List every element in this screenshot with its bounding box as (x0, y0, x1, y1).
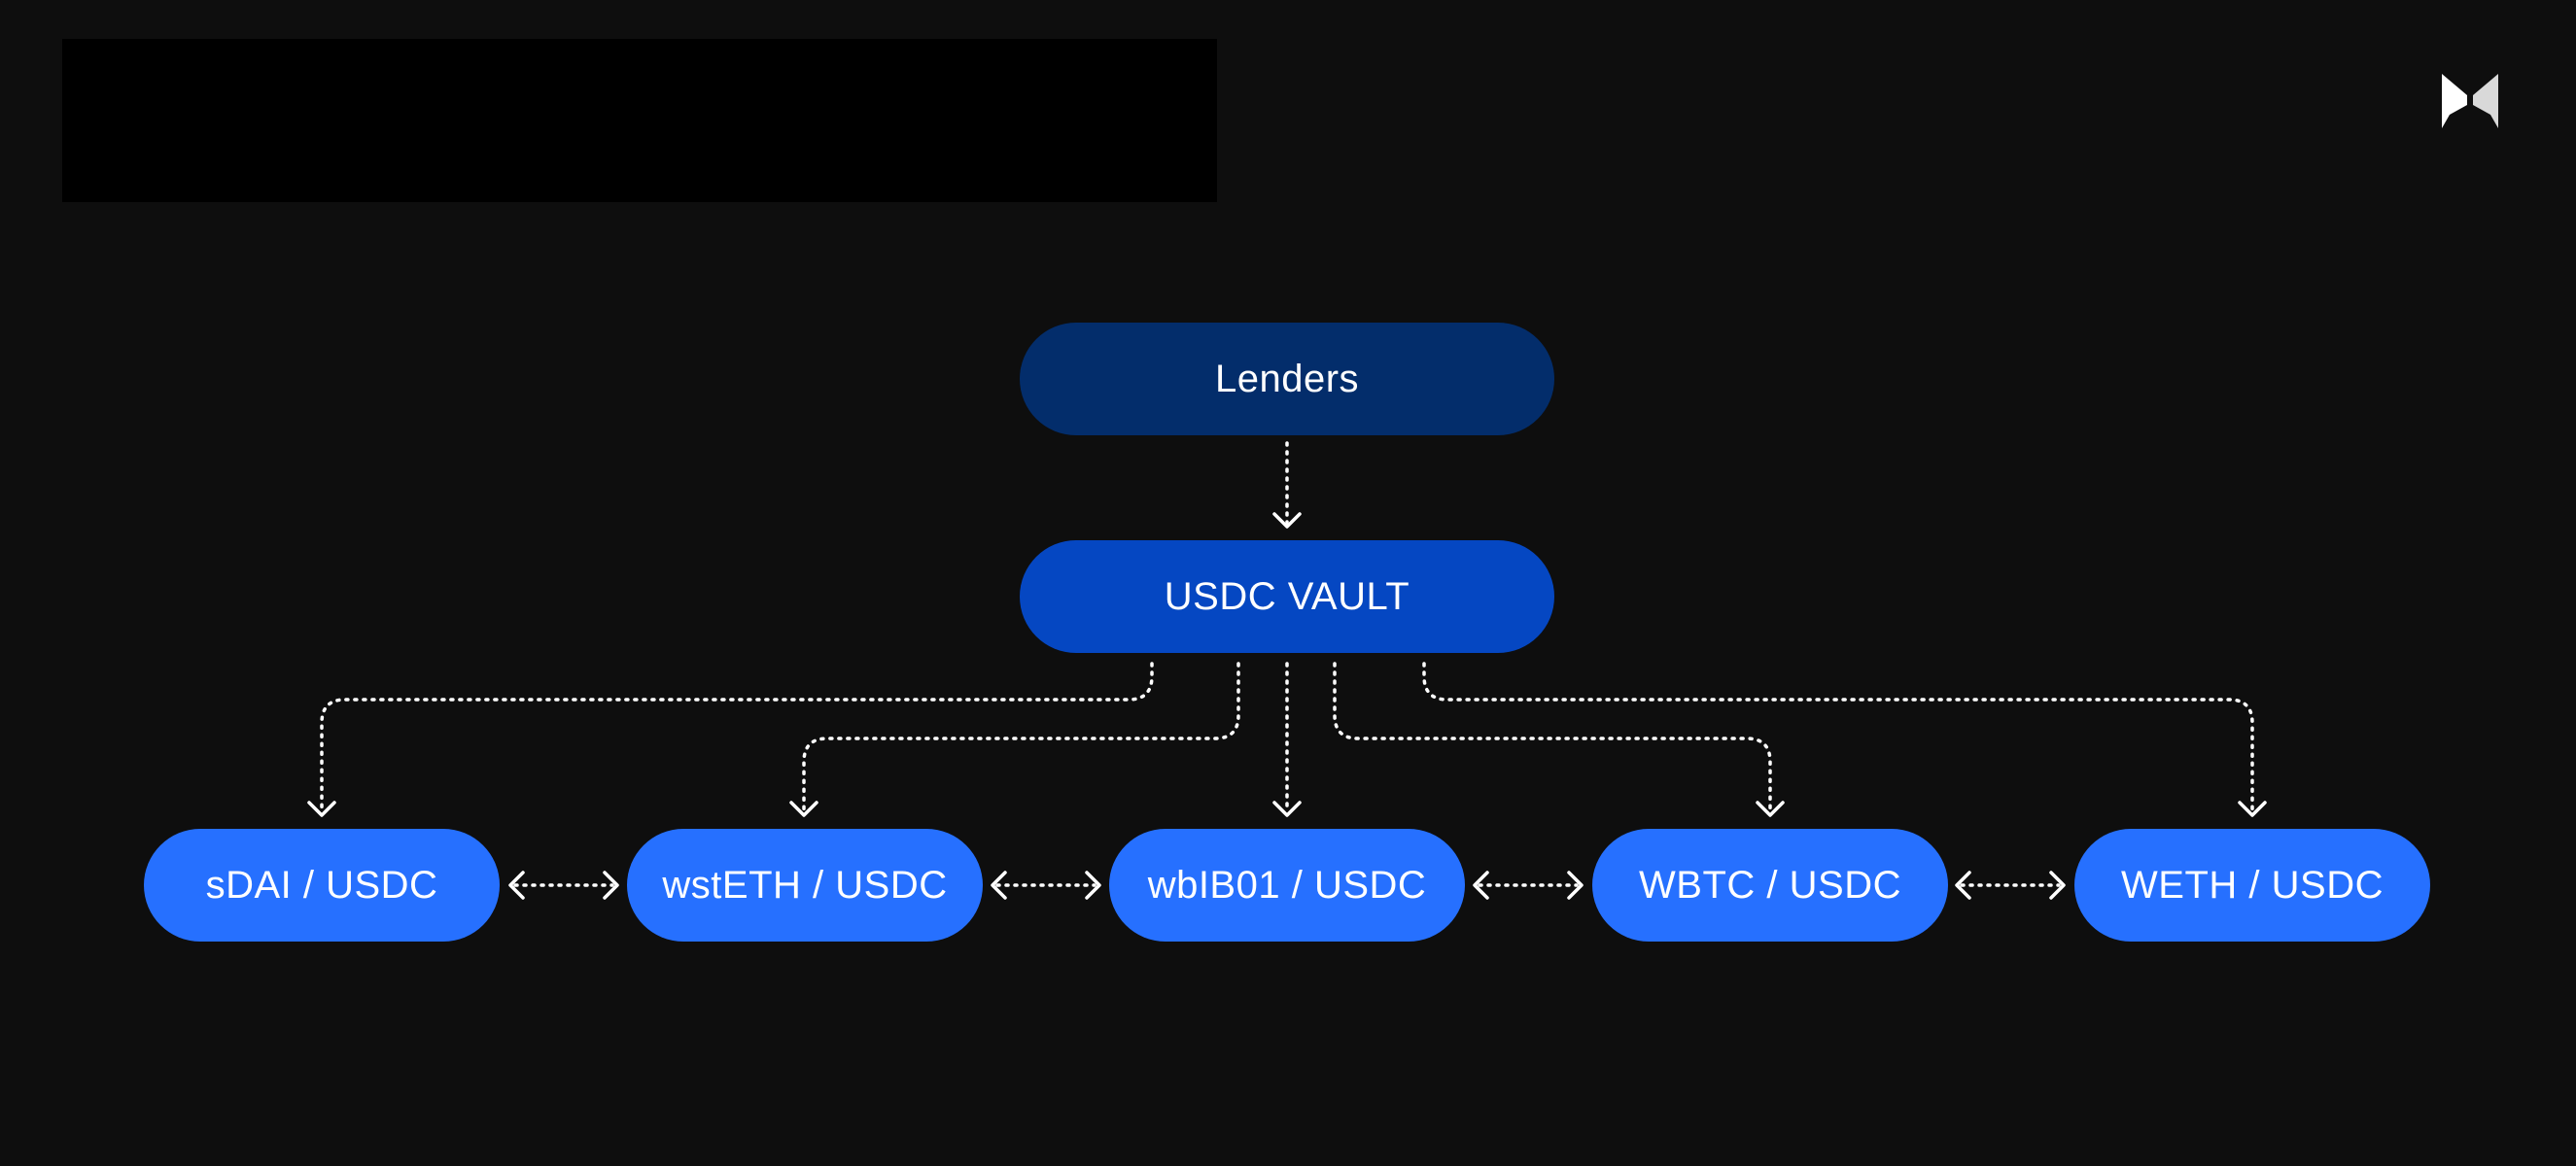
market-node-wbib01: wbIB01 / USDC (1109, 829, 1465, 942)
connector-vault-weth (1422, 662, 2254, 812)
usdc-vault-node: USDC VAULT (1020, 540, 1554, 653)
connector-vault-sdai (320, 662, 1154, 812)
market-node-sdai: sDAI / USDC (144, 829, 500, 942)
redacted-title-block (62, 39, 1217, 202)
market-node-weth: WETH / USDC (2074, 829, 2430, 942)
arrowhead-sdai (307, 801, 336, 817)
connector-vault-wsteth (802, 662, 1240, 812)
arrowhead-left-1 (508, 871, 525, 900)
arrowhead-left-3 (1473, 871, 1489, 900)
connector-vault-wbtc (1333, 662, 1772, 812)
arrowhead-left-4 (1955, 871, 1971, 900)
market-node-wbtc: WBTC / USDC (1592, 829, 1948, 942)
arrowhead-right-2 (1085, 871, 1101, 900)
arrowhead-wsteth (789, 801, 818, 817)
market-label: WBTC / USDC (1639, 863, 1901, 907)
market-label: WETH / USDC (2121, 863, 2384, 907)
lenders-label: Lenders (1214, 357, 1360, 400)
market-label: wbIB01 / USDC (1147, 863, 1427, 907)
butterfly-logo-icon (2442, 74, 2498, 128)
arrowhead-right-1 (603, 871, 619, 900)
arrowhead-right-3 (1567, 871, 1584, 900)
market-label: sDAI / USDC (205, 863, 438, 907)
lenders-node: Lenders (1020, 323, 1554, 435)
arrowhead-weth (2238, 801, 2267, 817)
arrowhead-right-4 (2049, 871, 2066, 900)
market-node-wsteth: wstETH / USDC (627, 829, 983, 942)
arrowhead-left-2 (991, 871, 1007, 900)
arrowhead-wbib01 (1272, 801, 1302, 817)
vault-label: USDC VAULT (1164, 574, 1410, 618)
arrowhead-wbtc (1756, 801, 1785, 817)
market-label: wstETH / USDC (662, 863, 948, 907)
arrowhead-vault (1272, 512, 1302, 529)
